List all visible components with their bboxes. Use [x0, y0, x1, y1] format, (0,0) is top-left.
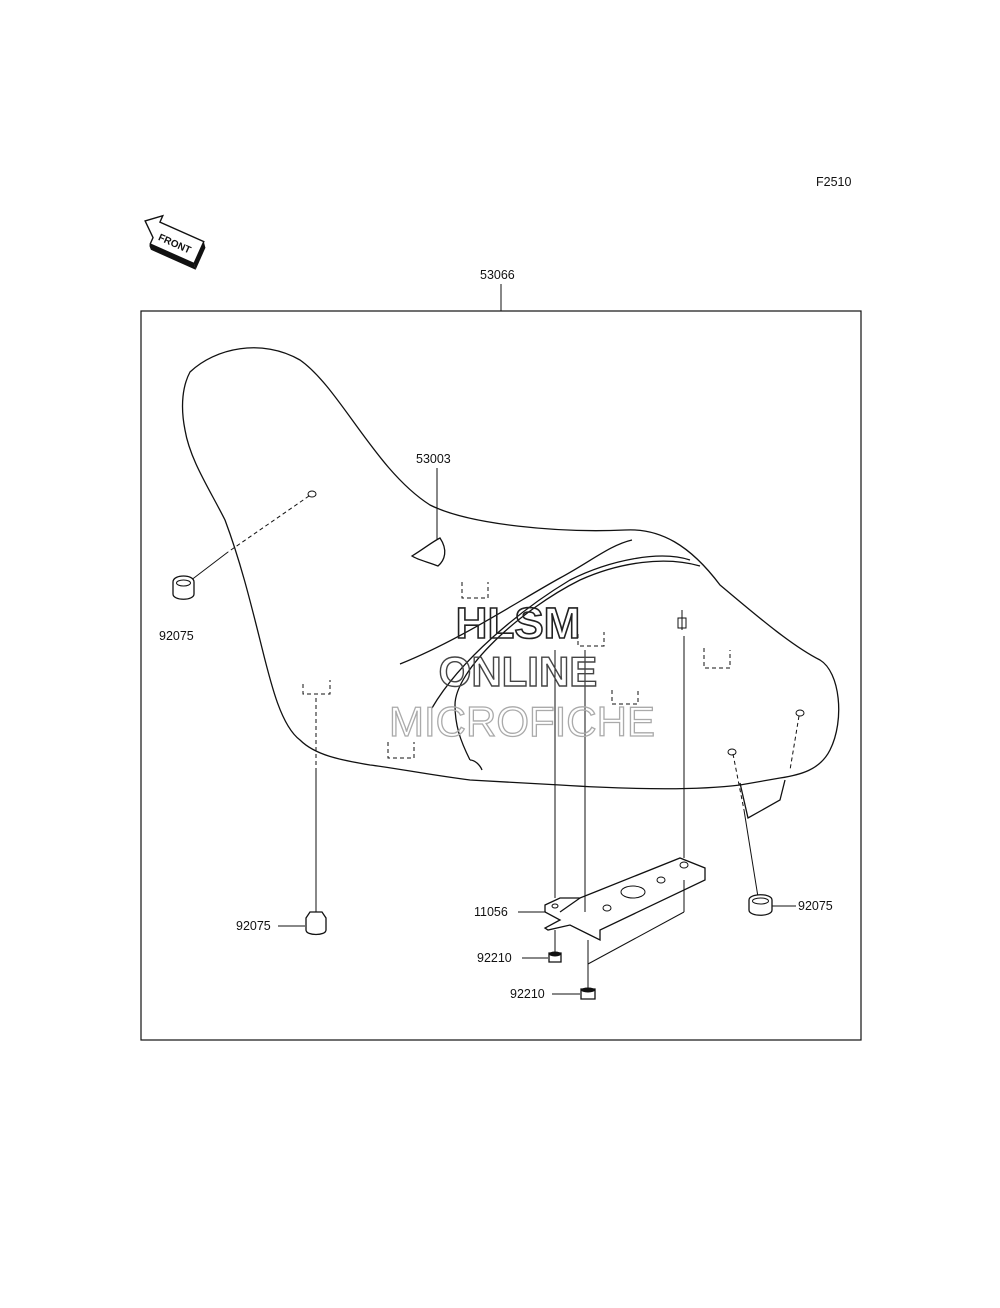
damper-upper-left	[172, 495, 310, 600]
nut-upper-label: 92210	[477, 951, 512, 965]
damper-upper-left-label: 92075	[159, 629, 194, 643]
damper-right	[732, 715, 800, 916]
damper-lower-left	[278, 698, 327, 936]
nut-lower	[552, 964, 596, 1000]
nut-lower-label: 92210	[510, 987, 545, 1001]
assembly-part-number: 53066	[480, 268, 515, 282]
watermark-line-2: ONLINE	[439, 648, 598, 695]
seat-pad-label: 53003	[416, 452, 451, 466]
seat-bracket	[518, 636, 706, 965]
watermark-line-3: MICROFICHE	[389, 698, 655, 745]
assembly-frame	[140, 310, 862, 1041]
figure-code: F2510	[816, 175, 851, 189]
bracket-label: 11056	[474, 905, 508, 919]
nut-upper	[522, 930, 562, 963]
damper-right-label: 92075	[798, 899, 833, 913]
front-arrow-icon: FRONT	[144, 214, 206, 270]
seat-mount-tabs	[302, 490, 805, 759]
seat-drawing	[181, 347, 840, 819]
damper-lower-left-label: 92075	[236, 919, 271, 933]
watermark-line-1: HLSM	[456, 599, 581, 648]
